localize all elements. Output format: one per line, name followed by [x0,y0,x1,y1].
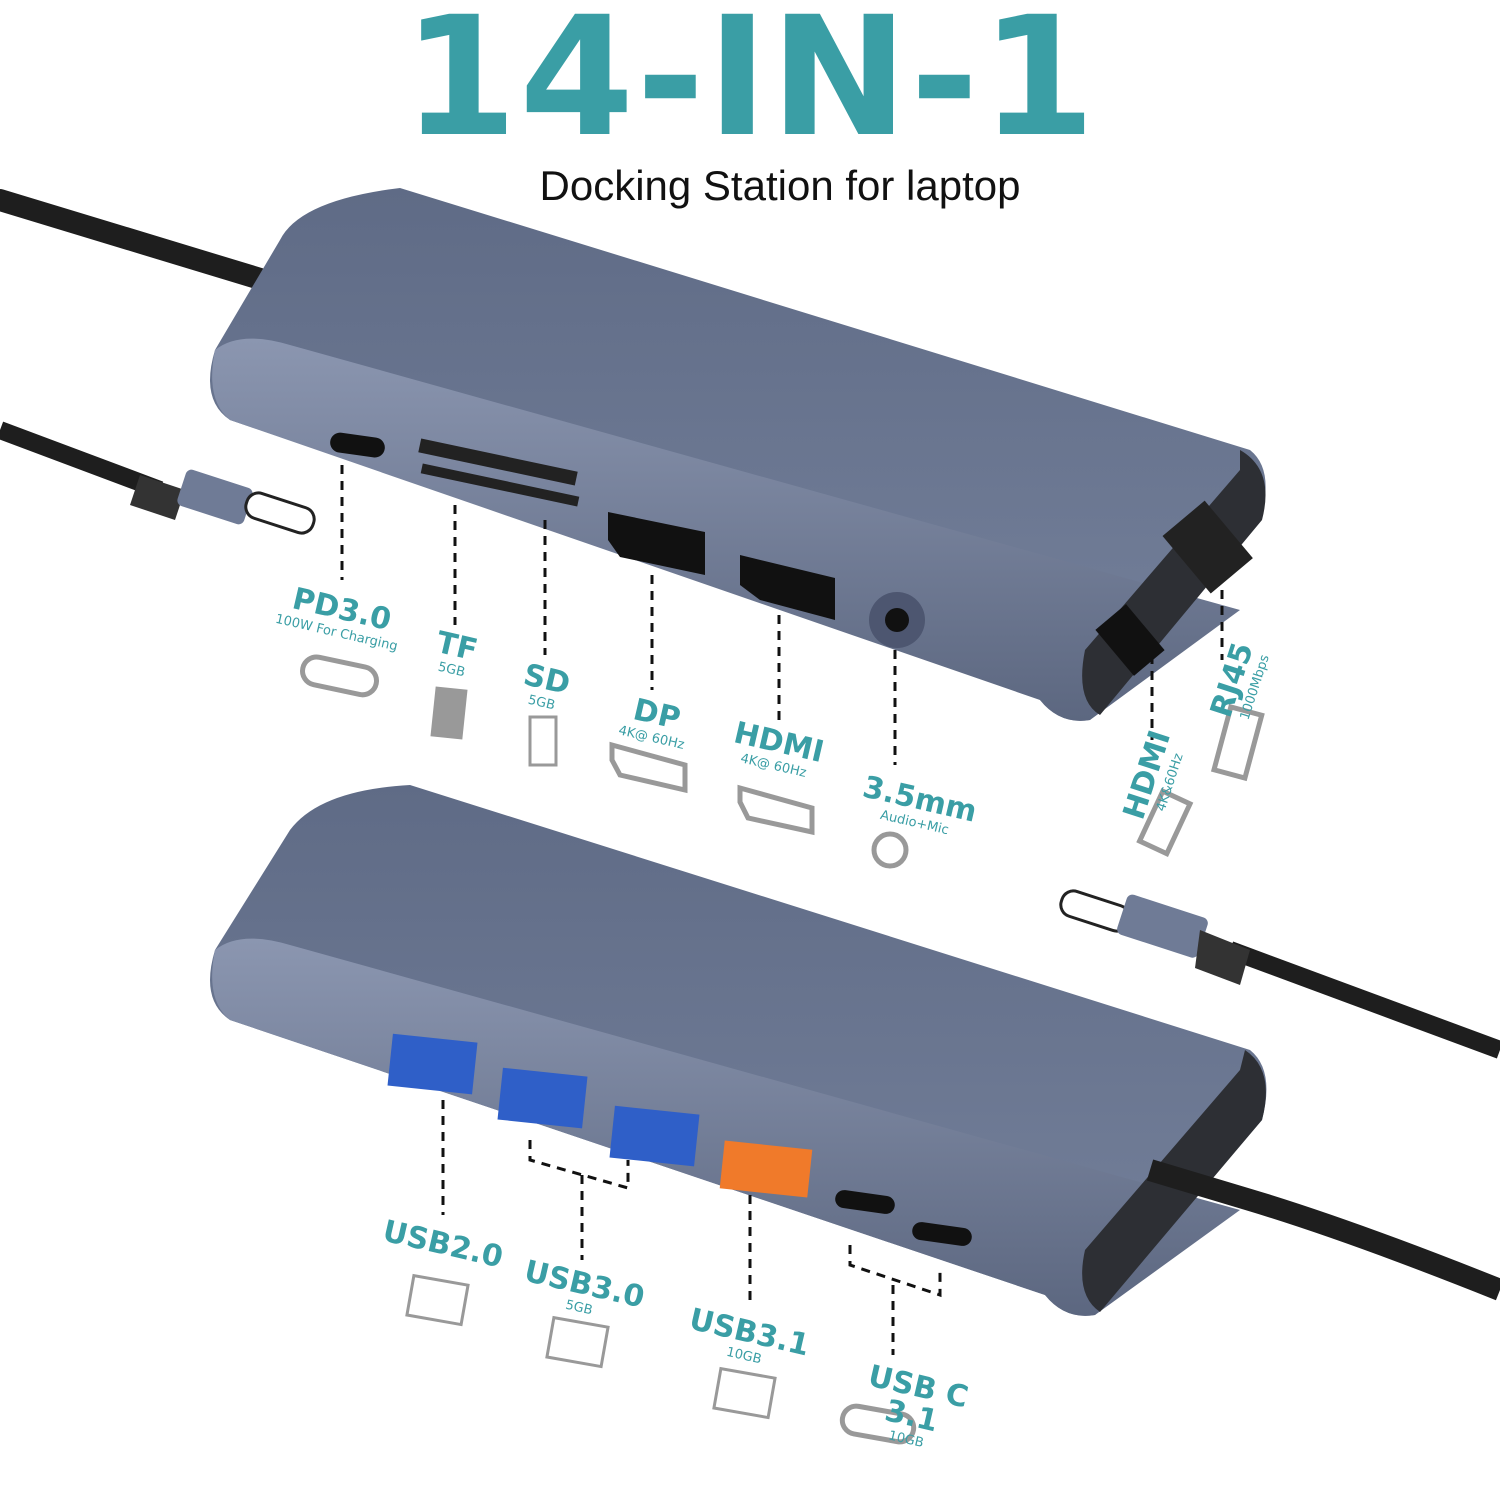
cable-top [0,189,291,296]
hub-bottom [210,785,1267,1316]
dp-port [608,512,705,575]
port-icons [300,654,1265,1445]
cable-right [1226,941,1500,1059]
hdmi-port-icon-side [1136,787,1194,858]
hdmi-port [740,555,835,620]
usb-c-port-pd [330,432,385,458]
tf-card-icon [430,686,468,740]
headline-subtitle: Docking Station for laptop [539,162,1021,209]
usb-c-plug-right [1059,889,1250,985]
usb-a-icon [712,1366,777,1420]
sd-card-icon [528,715,558,767]
usb-c-icon [839,1403,917,1445]
leader-lines-bottom [441,1100,942,1355]
usb-c-port-2 [912,1222,972,1246]
usb2-port [387,1033,478,1095]
hdmi-port-icon [737,784,815,836]
usb3-port-1 [497,1067,588,1129]
usb-a-icon [405,1273,470,1327]
cable-bottom [1146,1159,1500,1301]
tf-slot [418,438,578,486]
leader-lines-top [340,465,1224,765]
usb3-port-2 [609,1105,700,1167]
rj45-port [1162,500,1253,594]
dp-port-icon [609,741,688,794]
ethernet-icon [1210,703,1265,782]
usb-c-icon [300,654,379,698]
hdmi-port-side [1095,604,1165,676]
sd-slot [420,463,580,507]
cable-left [0,421,164,499]
usb-c-port-1 [835,1190,895,1214]
headline-title: 14-IN-1 [402,0,1098,173]
hub-top [210,188,1266,721]
usb-a-icons [405,1273,777,1420]
audio-jack-icon [871,831,909,869]
usb31-port [719,1140,813,1198]
usb-c-plug-left [130,469,316,535]
usb-a-icon [545,1315,610,1369]
